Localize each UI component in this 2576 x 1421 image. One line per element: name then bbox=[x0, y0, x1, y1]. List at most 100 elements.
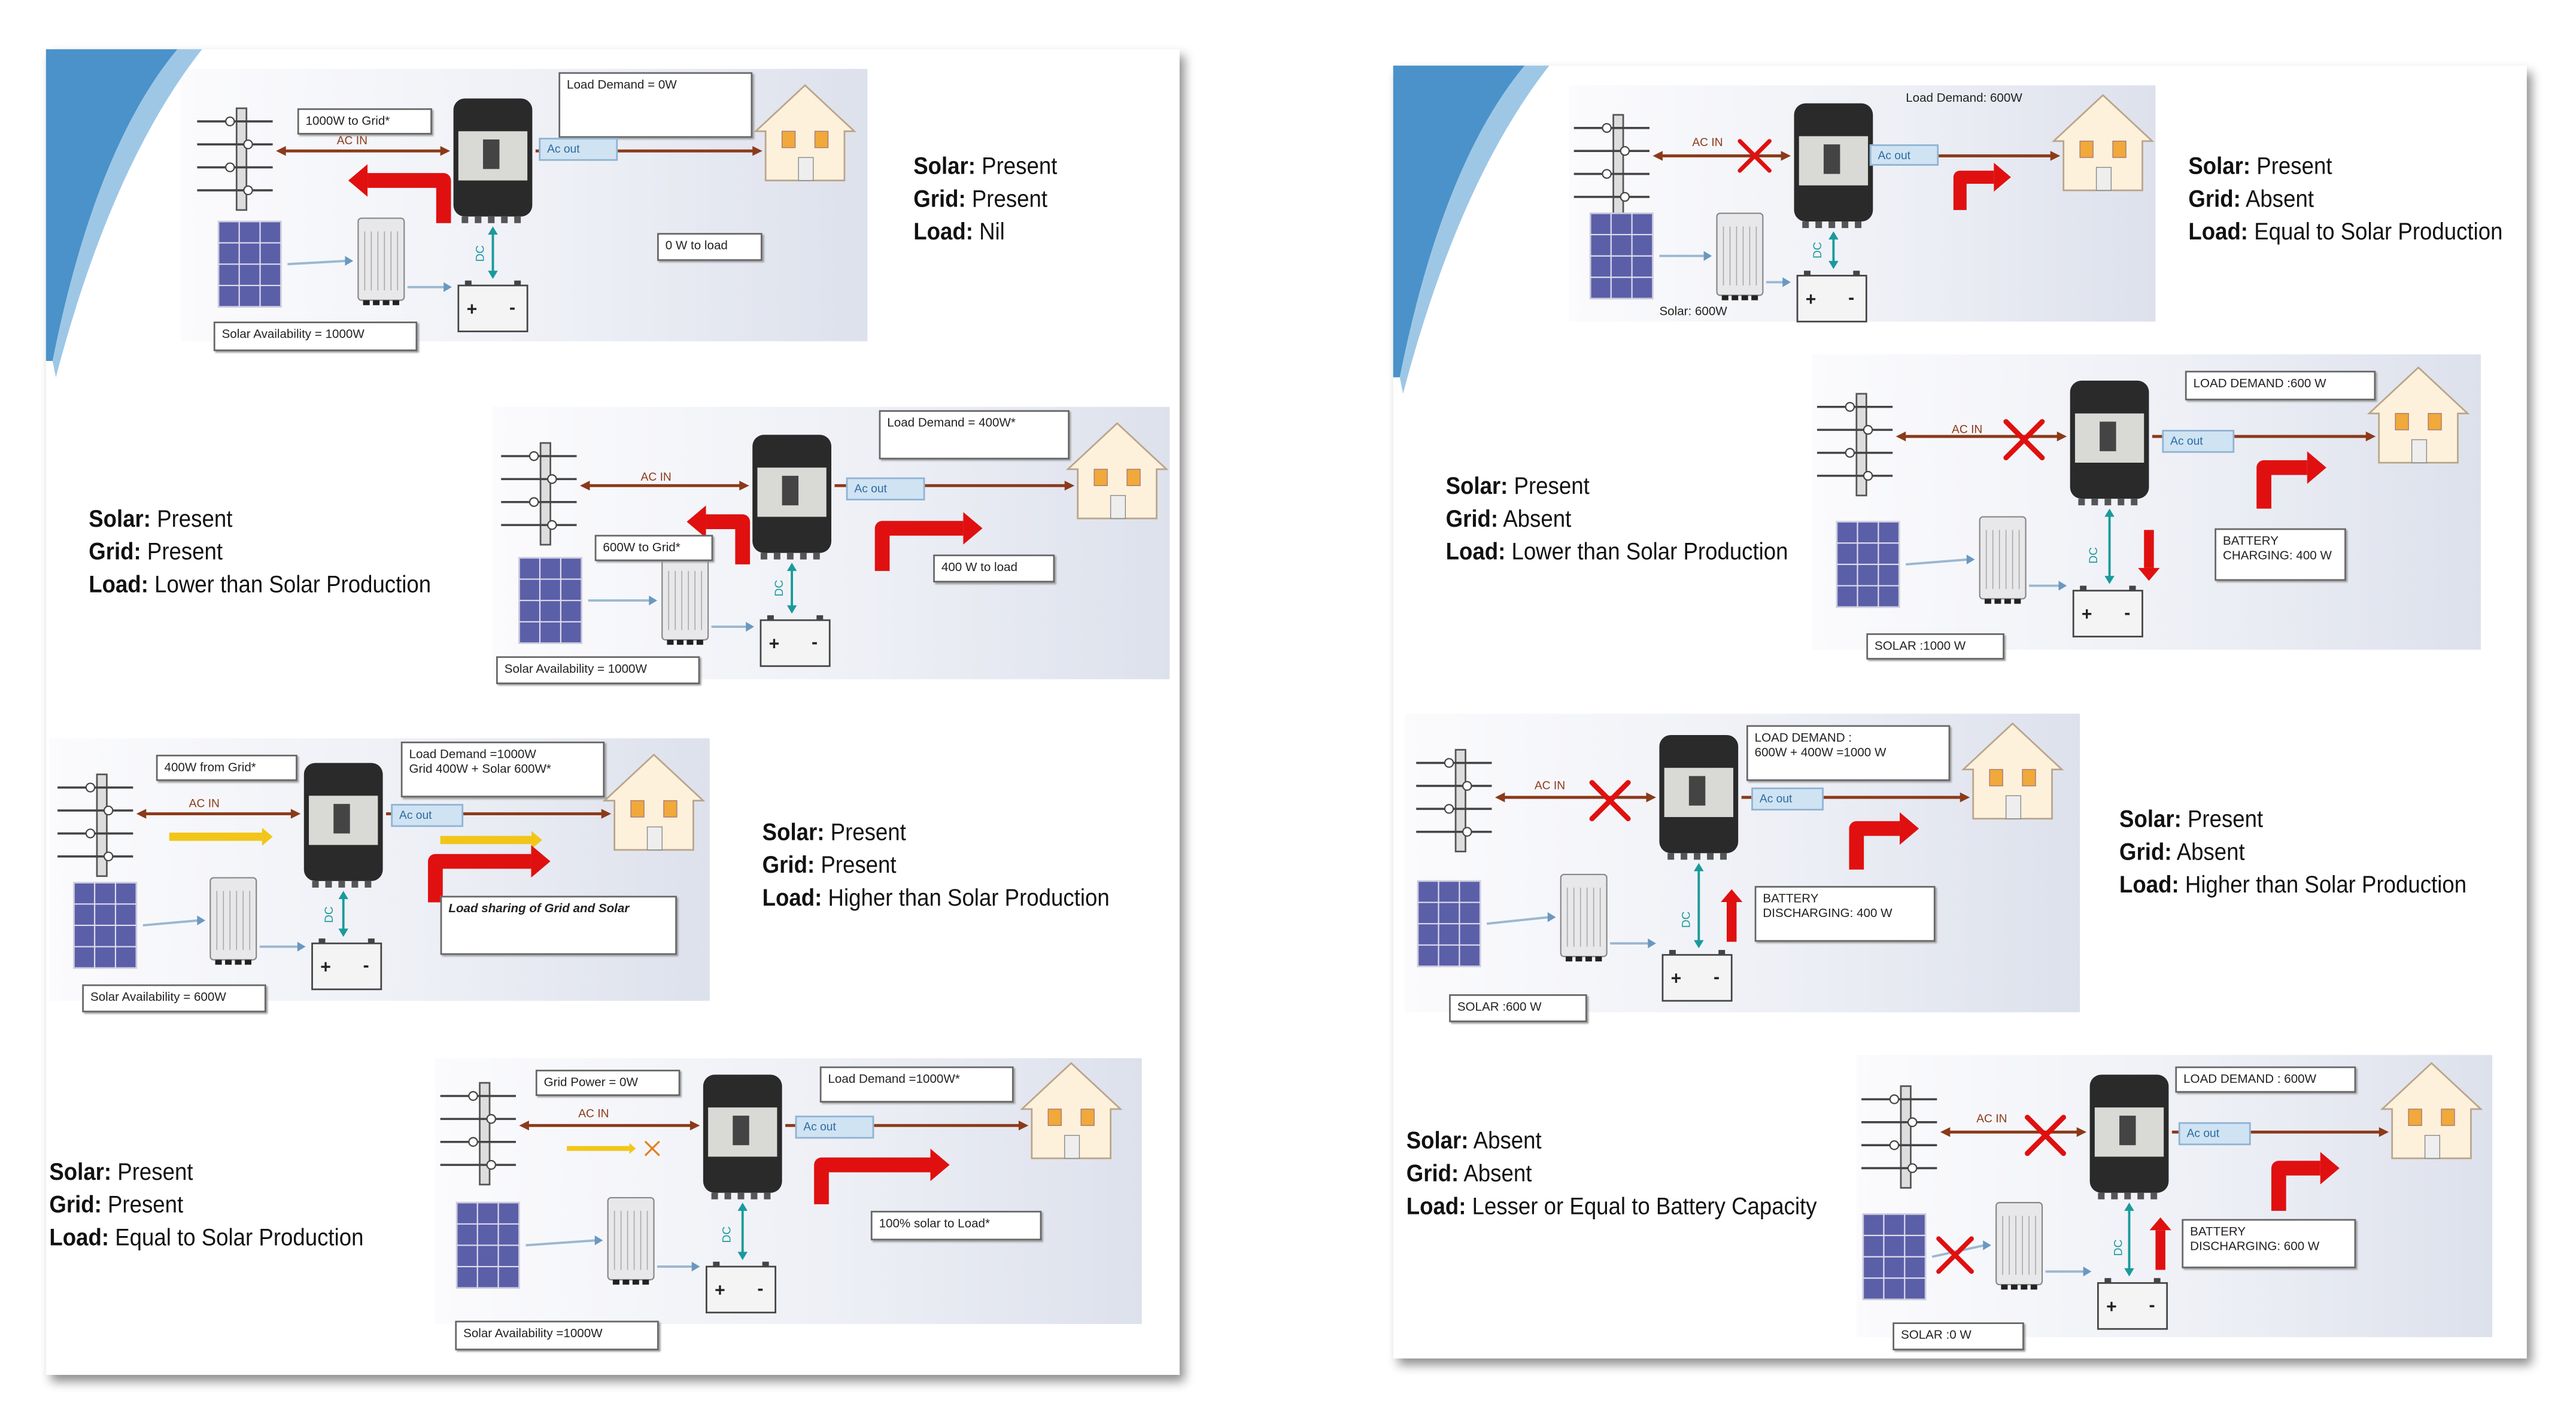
ac-in-blocked-x-icon bbox=[2025, 1115, 2067, 1156]
svg-text:-: - bbox=[1848, 288, 1854, 308]
ac-in-line bbox=[519, 1121, 700, 1131]
dc-line bbox=[1828, 231, 1839, 269]
status-load-key: Load: bbox=[89, 572, 148, 599]
status-grid: Grid: Absent bbox=[2119, 837, 2466, 870]
status-load: Load: Equal to Solar Production bbox=[49, 1222, 363, 1255]
status-load-value: Equal to Solar Production bbox=[2254, 220, 2503, 247]
svg-text:-: - bbox=[2149, 1295, 2155, 1315]
utility-pole-icon bbox=[1861, 1085, 1937, 1189]
utility-pole-icon bbox=[1816, 393, 1893, 497]
dc-label: DC bbox=[2089, 546, 2101, 564]
status-solar: Solar: Present bbox=[2188, 151, 2502, 184]
status-solar: Solar: Present bbox=[1446, 471, 1788, 504]
ac-out-label: Ac out bbox=[2162, 430, 2235, 453]
status-grid-key: Grid: bbox=[2119, 840, 2172, 867]
status-grid-value: Absent bbox=[1463, 1161, 1532, 1188]
status-load-key: Load: bbox=[1445, 539, 1506, 566]
power-flow-arrow bbox=[1849, 812, 1919, 870]
grid-export-label: 1000W to Grid* bbox=[297, 108, 432, 135]
dc-line bbox=[786, 563, 797, 614]
dc-flow-arrow bbox=[711, 621, 754, 632]
ac-out-label: Ac out bbox=[1869, 144, 1939, 166]
status-grid-key: Grid: bbox=[89, 539, 141, 566]
battery-icon: +- bbox=[1796, 271, 1867, 323]
svg-text:-: - bbox=[757, 1279, 763, 1299]
power-flow-arrow bbox=[1953, 162, 2011, 210]
solar-availability-label: Solar Availability = 600W bbox=[82, 984, 266, 1013]
status-solar-value: Present bbox=[830, 820, 906, 847]
charge-controller-icon bbox=[1560, 873, 1608, 962]
status-load: Load: Lesser or Equal to Battery Capacit… bbox=[1407, 1191, 1817, 1224]
ac-in-blocked-x-icon bbox=[1737, 139, 1772, 173]
status-solar-key: Solar: bbox=[2119, 807, 2182, 834]
dc-flow-arrow bbox=[525, 1235, 603, 1247]
status-load-key: Load: bbox=[2188, 220, 2249, 247]
svg-text:+: + bbox=[769, 634, 780, 654]
status-load: Load: Lower than Solar Production bbox=[1446, 536, 1788, 569]
inverter-icon bbox=[703, 1074, 782, 1200]
status-grid: Grid: Absent bbox=[1446, 503, 1788, 536]
ac-in-label: AC IN bbox=[189, 798, 220, 811]
grid-export-label: 600W to Grid* bbox=[594, 535, 713, 561]
svg-text:-: - bbox=[2124, 603, 2130, 623]
status-grid: Grid: Absent bbox=[2188, 184, 2502, 217]
status-solar-value: Present bbox=[157, 506, 233, 533]
power-flow-arrow bbox=[814, 1148, 950, 1204]
ac-in-line bbox=[276, 145, 451, 156]
ac-in-label: AC IN bbox=[640, 472, 672, 484]
solar-label: SOLAR :0 W bbox=[1892, 1322, 2024, 1350]
dc-flow-arrow bbox=[2029, 581, 2067, 591]
status-load-value: Lesser or Equal to Battery Capacity bbox=[1472, 1194, 1817, 1221]
dc-flow-arrow bbox=[259, 942, 306, 952]
status-solar-key: Solar: bbox=[2188, 154, 2251, 181]
status-grid: Grid: Present bbox=[763, 850, 1110, 883]
utility-pole-icon bbox=[501, 442, 577, 546]
status-load-value: Lower than Solar Production bbox=[1511, 539, 1788, 566]
status-load-key: Load: bbox=[762, 886, 822, 912]
charge-controller-icon bbox=[607, 1197, 655, 1285]
ac-in-line bbox=[1940, 1127, 2087, 1137]
status-solar-key: Solar: bbox=[762, 820, 825, 847]
status-load-value: Equal to Solar Production bbox=[115, 1225, 364, 1252]
battery-icon: +- bbox=[457, 280, 528, 333]
grid-import-label: 400W from Grid* bbox=[156, 754, 297, 781]
charge-controller-icon bbox=[1979, 516, 2027, 604]
blue-swoosh-decoration bbox=[1393, 65, 1550, 394]
house-icon bbox=[2367, 366, 2470, 464]
ac-out-label: Ac out bbox=[846, 477, 925, 501]
status-load-value: Higher than Solar Production bbox=[828, 886, 1110, 912]
inverter-icon bbox=[752, 435, 831, 560]
dc-flow-arrow bbox=[2045, 1267, 2092, 1277]
status-solar: Solar: Absent bbox=[1407, 1125, 1817, 1158]
load-sharing-label: Load sharing of Grid and Solar bbox=[440, 895, 677, 955]
status-load-key: Load: bbox=[2119, 873, 2179, 900]
house-icon bbox=[1019, 1062, 1123, 1159]
status-solar: Solar: Present bbox=[913, 151, 1057, 184]
load-output-label: 100% solar to Load* bbox=[870, 1210, 1042, 1241]
svg-text:+: + bbox=[1671, 969, 1682, 989]
load-demand-label: Load Demand: 600W bbox=[1906, 90, 2022, 105]
ac-in-label: AC IN bbox=[578, 1109, 609, 1121]
status-solar-value: Present bbox=[117, 1159, 193, 1186]
power-flow-arrow bbox=[2138, 530, 2160, 581]
ac-out-label: Ac out bbox=[391, 804, 464, 827]
solar-panel-icon bbox=[1589, 212, 1654, 300]
inverter-icon bbox=[453, 98, 533, 223]
power-flow-arrow bbox=[2256, 451, 2326, 509]
status-grid-key: Grid: bbox=[913, 187, 966, 214]
dc-label: DC bbox=[722, 1226, 734, 1243]
power-flow-arrow bbox=[428, 845, 551, 903]
dc-label: DC bbox=[324, 906, 336, 923]
dc-line bbox=[1694, 863, 1704, 949]
ac-out-label: Ac out bbox=[1751, 787, 1824, 811]
status-solar: Solar: Present bbox=[49, 1156, 363, 1189]
grid-power-label: Grid Power = 0W bbox=[535, 1070, 681, 1096]
ac-in-label: AC IN bbox=[1976, 1114, 2007, 1126]
svg-text:-: - bbox=[509, 298, 515, 318]
dc-flow-arrow bbox=[1487, 912, 1556, 925]
status-solar-value: Absent bbox=[1473, 1128, 1542, 1155]
